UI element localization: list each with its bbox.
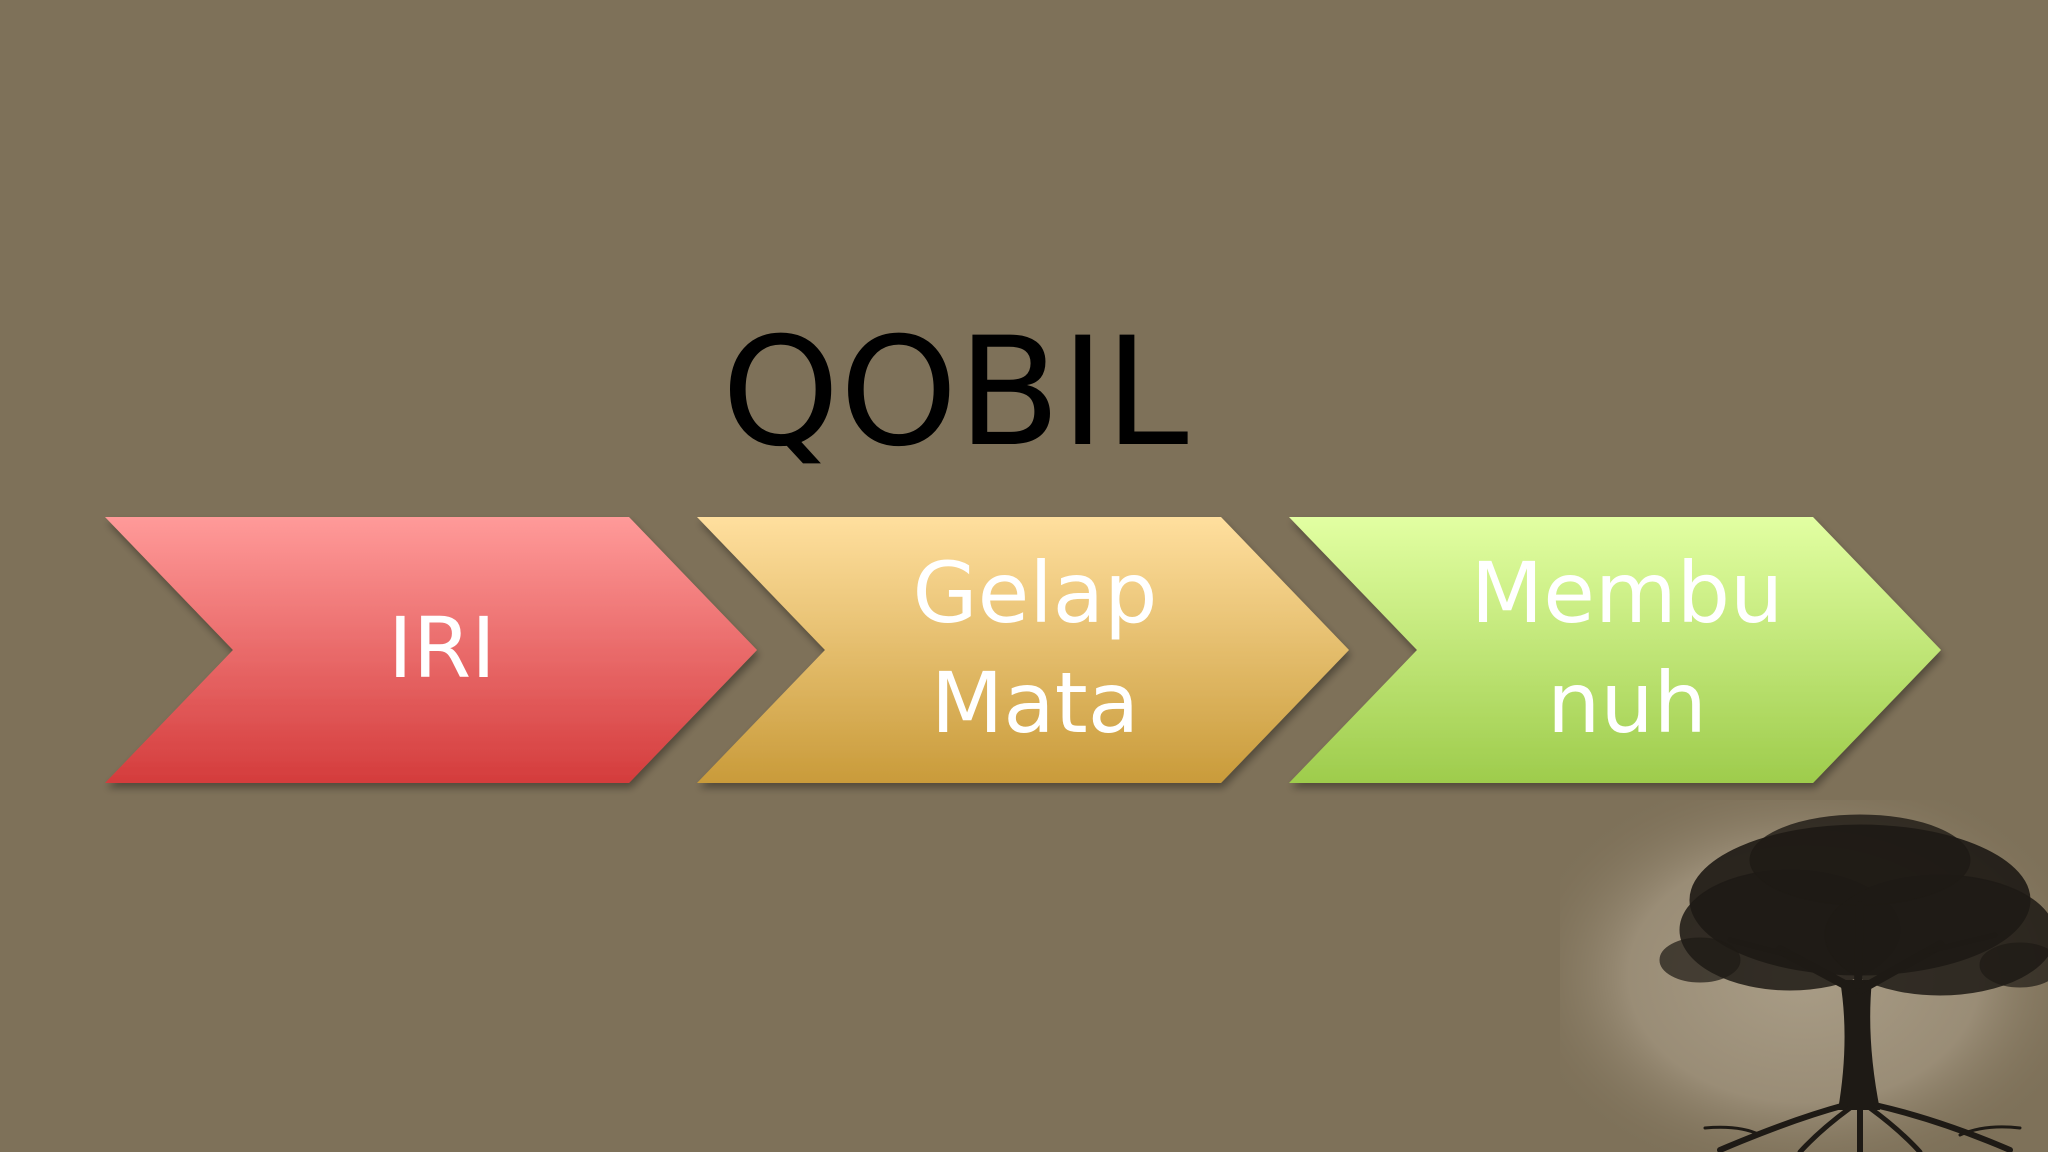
step-3-line-1: Membu (1470, 544, 1784, 642)
step-label-gelap-mata: Gelap Mata (913, 538, 1158, 758)
step-3-line-2: nuh (1547, 654, 1707, 752)
tree-with-roots-icon (1560, 800, 2048, 1152)
step-2-line-1: Gelap (912, 544, 1158, 642)
step-label-membunuh: Membu nuh (1471, 538, 1784, 758)
step-2-line-2: Mata (930, 654, 1140, 752)
slide-title: QOBIL (721, 306, 1189, 480)
chevron-gelap-mata (697, 517, 1349, 783)
step-label-iri: IRI (388, 593, 496, 703)
chevron-membunuh (1289, 517, 1941, 783)
step-1-line-1: IRI (388, 599, 496, 697)
chevron-iri (105, 517, 757, 783)
chevron-group (105, 517, 1941, 783)
